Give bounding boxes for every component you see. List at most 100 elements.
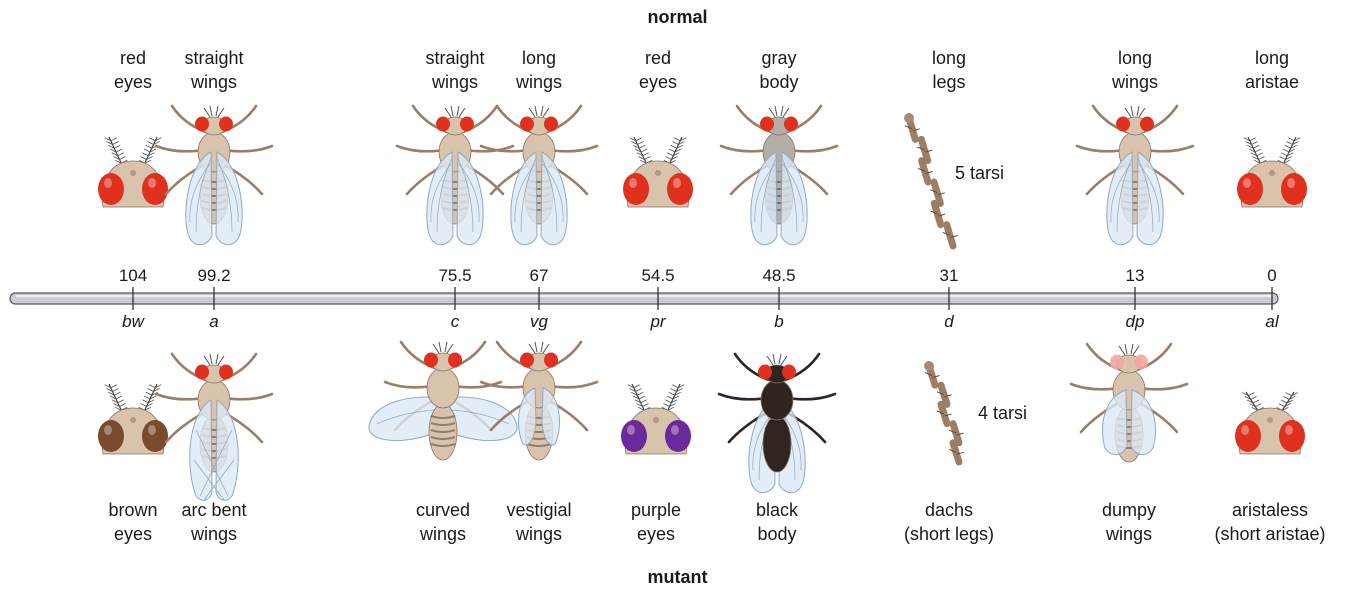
gene-symbol-dp: dp [1095,312,1175,332]
fly-leg [224,394,272,399]
compound-eye-right [1281,173,1307,205]
fly-leg [719,394,767,399]
fly-eye-left [520,353,534,368]
fly-bristles [445,106,465,117]
fly-bristles [204,354,224,365]
fly-bristles [204,106,224,117]
normal-phenotype-label-b: graybody [704,46,854,94]
compound-eye-left [1235,420,1261,452]
ocelli [1267,417,1273,423]
eye-shine [148,178,156,188]
fly-eye-left [1110,355,1124,370]
compound-eye-right [142,173,168,205]
fly-eye-right [219,117,233,132]
eye-shine [671,425,679,435]
normal-head-al [1237,137,1307,207]
normal-fly-a [156,106,272,245]
right-wing [542,388,559,445]
map-position-bw: 104 [93,266,173,286]
fly-leg [385,382,433,387]
eye-shine [1241,425,1249,435]
gene-symbol-a: a [174,312,254,332]
fly-eye-left [760,117,774,132]
normal-fly-dp [1077,106,1193,245]
fly-bristles [769,106,789,117]
fly-eye-right [544,353,558,368]
eye-shine [1285,425,1293,435]
fly-leg [549,382,597,387]
normal-phenotype-label-al: longaristae [1197,46,1347,94]
gene-symbol-d: d [909,312,989,332]
ocelli [653,417,659,423]
eye-shine [629,178,637,188]
fly-eye-left [195,117,209,132]
mutant-fly-a [156,354,272,500]
normal-phenotype-label-d: longlegs [874,46,1024,94]
fly-bristles [767,354,787,365]
map-position-al: 0 [1232,266,1312,286]
fly-eye-left [1116,117,1130,132]
fly-bristles [433,342,453,353]
left-wing [1103,390,1127,455]
fly-eye-right [460,117,474,132]
mutant-phenotype-label-a: arc bentwings [139,498,289,546]
ocelli [655,170,661,176]
fly-leg [156,394,204,399]
leg-joint [904,113,914,123]
mutant-head-pr [621,384,691,454]
right-wing [1131,390,1155,455]
gene-symbol-bw: bw [93,312,173,332]
fly-leg [1145,146,1193,151]
fly-thorax [427,368,459,408]
mutant-phenotype-label-al: aristaless(short aristae) [1195,498,1345,546]
eye-shine [104,425,112,435]
eye-shine [1243,178,1251,188]
chromosome-bar [10,293,1278,304]
fly-eye-right [784,117,798,132]
gene-symbol-pr: pr [618,312,698,332]
fly-leg [721,146,769,151]
right-wing [216,400,238,500]
mutant-leg-d [924,361,964,462]
leg-segment [947,225,953,246]
mutant-fly-vg [481,342,597,460]
normal-head-pr [623,137,693,207]
eye-shine [148,425,156,435]
fly-eye-right [219,365,233,380]
mutant-fly-b [719,354,835,493]
compound-eye-right [142,420,168,452]
gene-symbol-al: al [1232,312,1312,332]
fly-eye-left [436,117,450,132]
compound-eye-right [665,420,691,452]
map-position-d: 31 [909,266,989,286]
fly-leg [1071,384,1119,389]
fly-eye-left [520,117,534,132]
normal-fly-vg [481,106,597,245]
normal-fly-c [397,106,513,245]
fly-leg [1077,146,1125,151]
left-wing [519,388,536,445]
compound-eye-left [621,420,647,452]
compound-eye-right [667,173,693,205]
fly-bristles [1125,106,1145,117]
normal-tarsi-note: 5 tarsi [955,163,1004,184]
mutant-tarsi-note: 4 tarsi [978,403,1027,424]
fly-eye-right [544,117,558,132]
mutant-head-al [1235,392,1305,454]
fly-eye-right [782,365,796,380]
compound-eye-right [1279,420,1305,452]
eye-shine [104,178,112,188]
ocelli [1269,170,1275,176]
fly-eye-right [1134,355,1148,370]
fly-leg [224,146,272,151]
fly-leg [397,146,445,151]
normal-fly-b [721,106,837,245]
fly-bristles [529,106,549,117]
normal-phenotype-label-dp: longwings [1060,46,1210,94]
fly-leg [789,146,837,151]
left-wing [190,400,212,500]
fly-eye-right [448,353,462,368]
